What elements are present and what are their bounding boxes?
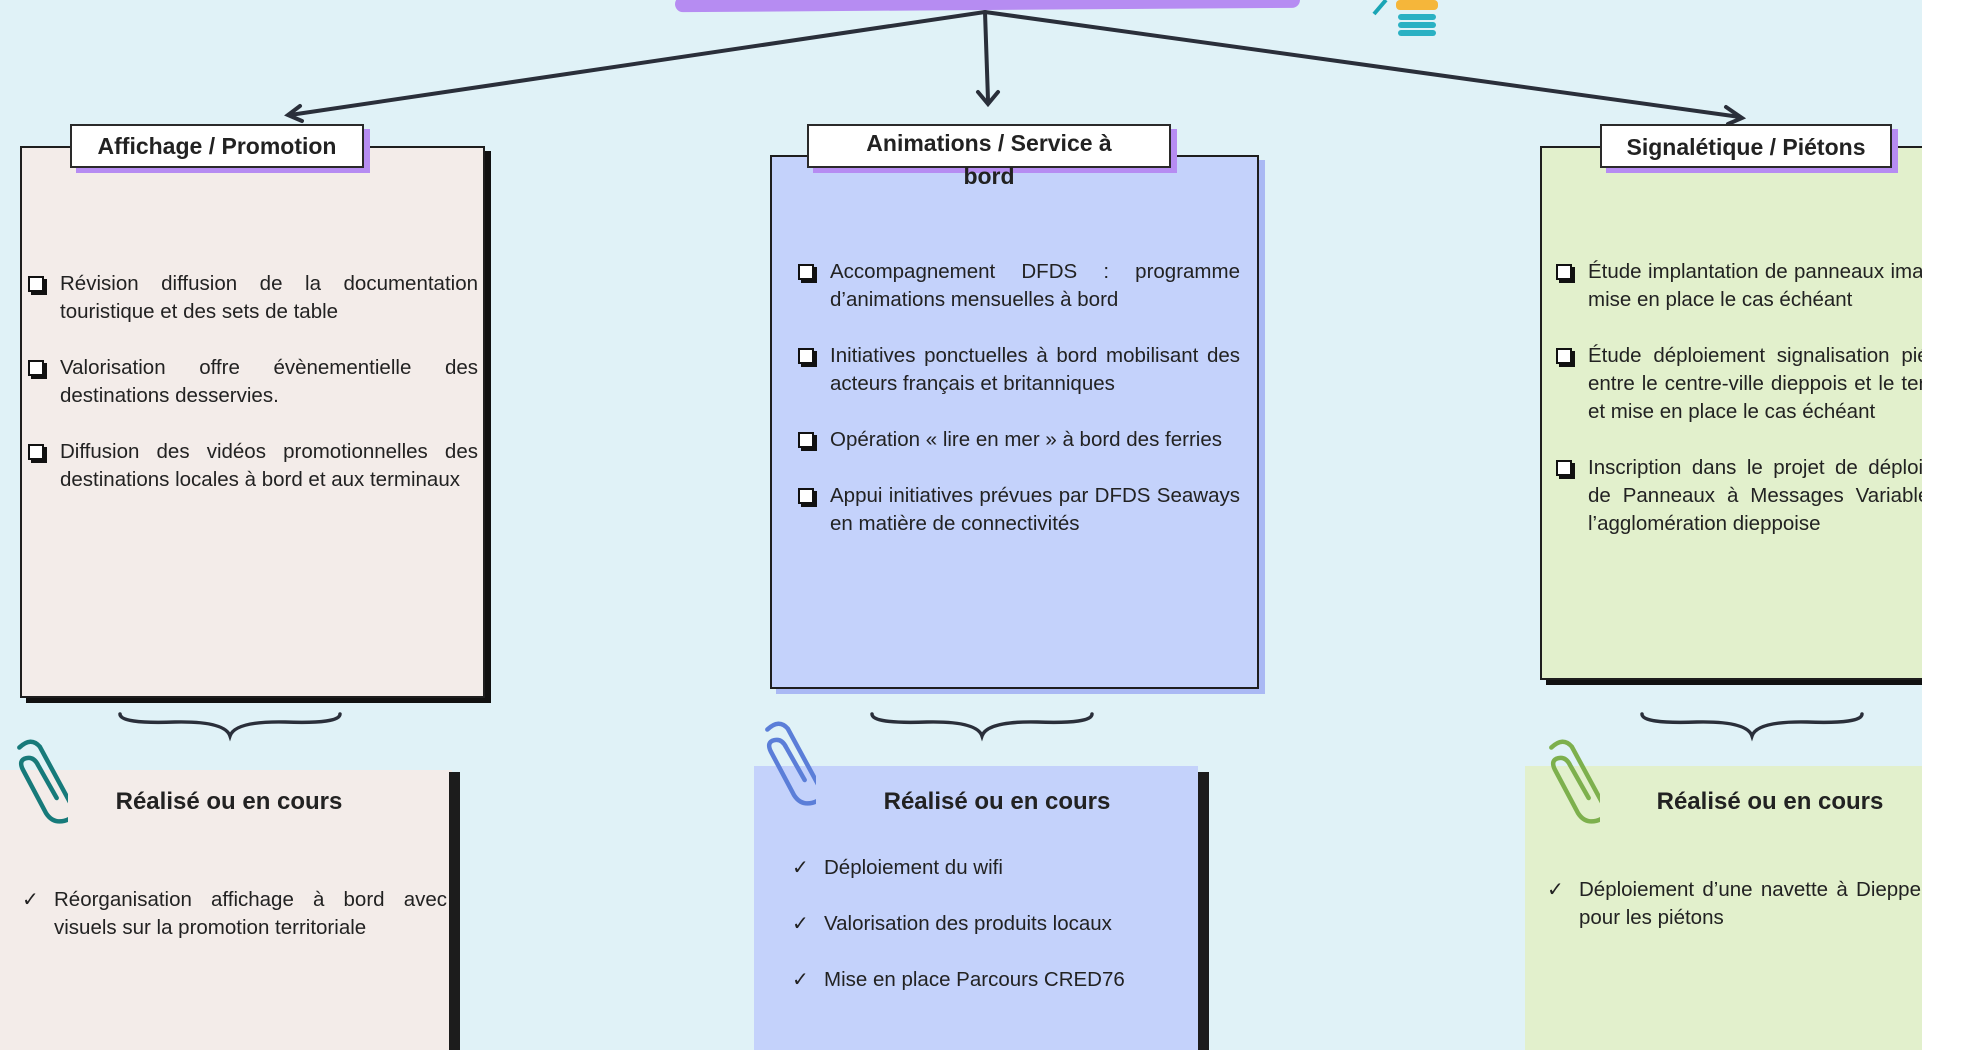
- checkmark-icon: ✓: [1547, 879, 1564, 901]
- brace-connectors: [118, 712, 1864, 742]
- checkmark-icon: ✓: [22, 889, 39, 911]
- paperclip-icon: [1540, 736, 1608, 831]
- status-list: ✓Déploiement d’une navette à Dieppe pour…: [1545, 876, 1921, 932]
- status-card-signaletique: Réalisé ou en cours ✓Déploiement d’une n…: [1525, 766, 1922, 1050]
- signaletique-box: [1540, 146, 1922, 680]
- checkbox-bullet-icon: [1556, 460, 1572, 476]
- list-item: ✓Réorganisation affichage à bord avec vi…: [22, 888, 447, 939]
- card-shadow-edge: [449, 772, 460, 1050]
- list-item: ✓Mise en place Parcours CRED76: [790, 966, 1190, 994]
- checkbox-bullet-icon: [28, 276, 44, 292]
- affichage-list: Révision diffusion de la documentation t…: [26, 270, 478, 522]
- list-item: Initiatives ponctuelles à bord mobilisan…: [796, 342, 1240, 398]
- checkbox-bullet-icon: [28, 444, 44, 460]
- list-item: Diffusion des vidéos promotionnelles des…: [26, 438, 478, 494]
- signaletique-title-text: Signalétique / Piétons: [1626, 134, 1866, 160]
- list-item: Opération « lire en mer » à bord des fer…: [796, 426, 1240, 454]
- status-card-title: Réalisé ou en cours: [115, 788, 343, 815]
- connector-arrows: [284, 10, 1747, 126]
- paperclip-icon: [8, 736, 76, 831]
- checkbox-bullet-icon: [1556, 348, 1572, 364]
- list-item: Révision diffusion de la documentation t…: [26, 270, 478, 326]
- affichage-title: Affichage / Promotion: [70, 124, 364, 168]
- animations-list: Accompagnement DFDS : programme d’animat…: [796, 258, 1240, 566]
- lightbulb-icon: [1370, 0, 1440, 44]
- checkbox-bullet-icon: [1556, 264, 1572, 280]
- checkmark-icon: ✓: [792, 969, 809, 991]
- list-item: Inscription dans le projet de déploiemen…: [1554, 454, 1922, 538]
- checkbox-bullet-icon: [798, 488, 814, 504]
- affichage-box: [20, 146, 485, 698]
- list-item: ✓Valorisation des produits locaux: [790, 910, 1190, 938]
- affichage-title-text: Affichage / Promotion: [97, 133, 337, 159]
- status-list: ✓Déploiement du wifi ✓Valorisation des p…: [790, 854, 1190, 994]
- status-list: ✓Réorganisation affichage à bord avec vi…: [20, 886, 447, 942]
- animations-title-line2: bord: [963, 163, 1015, 189]
- status-card-title: Réalisé ou en cours: [1656, 788, 1884, 815]
- status-card-title: Réalisé ou en cours: [883, 788, 1111, 815]
- list-item: Valorisation offre évènementielle des de…: [26, 354, 478, 410]
- signaletique-list: Étude implantation de panneaux images et…: [1554, 258, 1922, 566]
- checkbox-bullet-icon: [798, 264, 814, 280]
- checkmark-icon: ✓: [792, 913, 809, 935]
- status-card-animations: Réalisé ou en cours ✓Déploiement du wifi…: [754, 766, 1198, 1050]
- animations-title-line1: Animations / Service à: [866, 130, 1112, 156]
- status-card-affichage: Réalisé ou en cours ✓Réorganisation affi…: [0, 770, 452, 1050]
- list-item: Étude déploiement signalisation piétonne…: [1554, 342, 1922, 426]
- diagram-canvas: Affichage / Promotion Révision diffusion…: [0, 0, 1922, 1050]
- list-item: Étude implantation de panneaux images et…: [1554, 258, 1922, 314]
- checkbox-bullet-icon: [28, 360, 44, 376]
- checkbox-bullet-icon: [798, 432, 814, 448]
- card-shadow-edge: [1198, 772, 1209, 1050]
- animations-title: Animations / Service à bord: [807, 124, 1171, 189]
- checkbox-bullet-icon: [798, 348, 814, 364]
- paperclip-icon: [756, 718, 824, 813]
- checkmark-icon: ✓: [792, 857, 809, 879]
- list-item: ✓Déploiement du wifi: [790, 854, 1190, 882]
- list-item: Appui initiatives prévues par DFDS Seawa…: [796, 482, 1240, 538]
- list-item: Accompagnement DFDS : programme d’animat…: [796, 258, 1240, 314]
- list-item: ✓Déploiement d’une navette à Dieppe pour…: [1547, 878, 1921, 929]
- animations-box: [770, 155, 1259, 689]
- signaletique-title: Signalétique / Piétons: [1600, 124, 1892, 168]
